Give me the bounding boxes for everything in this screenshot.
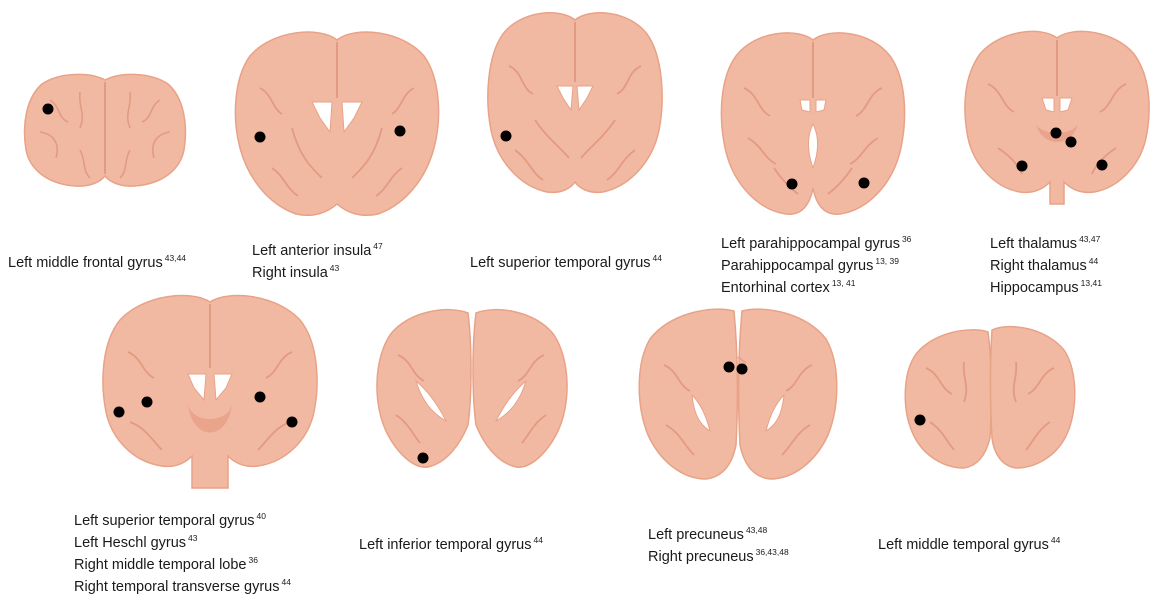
brain-slice-thalamus-hippocampus (962, 28, 1152, 208)
brain-slice-middle-temporal-gyrus (900, 322, 1080, 472)
brain-slice-inferior-temporal-gyrus (368, 305, 578, 475)
brain-slice-temporal-gyri (100, 292, 320, 492)
brain-slice-precuneus (634, 305, 844, 485)
brain-slice-insula (232, 28, 442, 218)
brain-slice-parahippocampal-gyrus (718, 28, 908, 218)
brain-slice-left-middle-frontal-gyrus (20, 70, 190, 190)
brain-slice-superior-temporal-gyrus (485, 10, 665, 195)
